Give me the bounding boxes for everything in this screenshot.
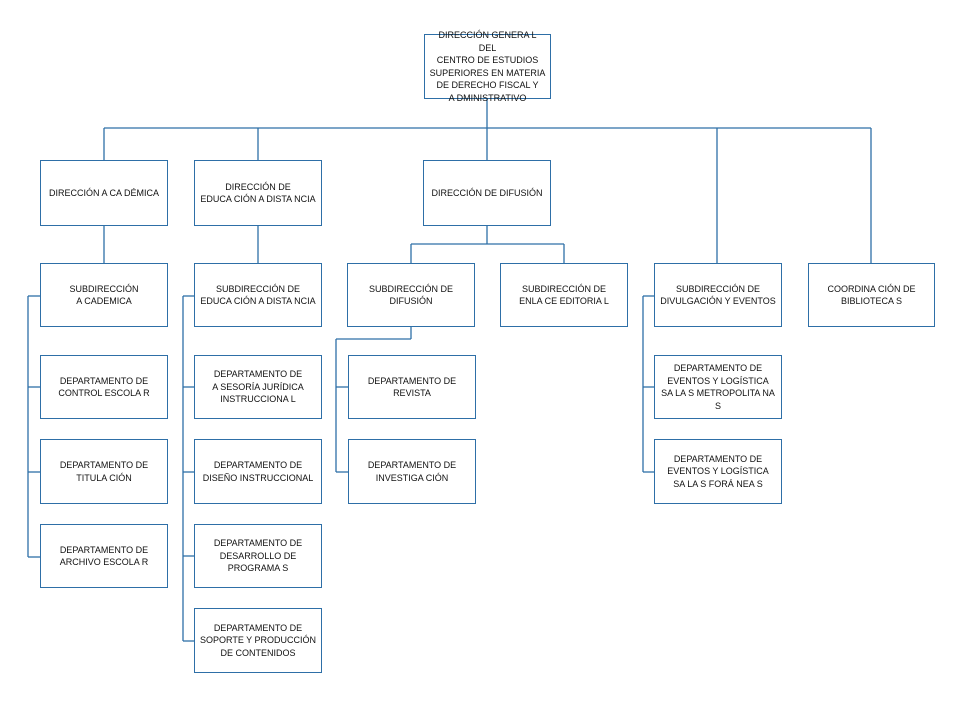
node-direccion-academica: DIRECCIÓN A CA DÉMICA [40,160,168,226]
node-coordinacion-bibliotecas: COORDINA CIÓN DE BIBLIOTECA S [808,263,935,327]
node-subdireccion-divulgacion-eventos: SUBDIRECCIÓN DE DIVULGACIÓN Y EVENTOS [654,263,782,327]
node-direccion-general: DIRECCIÓN GENERA L DEL CENTRO DE ESTUDIO… [424,30,551,103]
node-depto-asesoria-juridica: DEPARTAMENTO DE A SESORÍA JURÍDICA INSTR… [194,355,322,419]
node-subdireccion-educacion-distancia: SUBDIRECCIÓN DE EDUCA CIÓN A DISTA NCIA [194,263,322,327]
node-depto-titulacion: DEPARTAMENTO DE TITULA CIÓN [40,439,168,504]
node-subdireccion-academica: SUBDIRECCIÓN A CADEMICA [40,263,168,327]
node-depto-desarrollo-programas: DEPARTAMENTO DE DESARROLLO DE PROGRAMA S [194,524,322,588]
node-depto-archivo-escolar: DEPARTAMENTO DE ARCHIVO ESCOLA R [40,524,168,588]
node-depto-diseno-instruccional: DEPARTAMENTO DE DISEÑO INSTRUCCIONAL [194,439,322,504]
node-depto-eventos-metropolitanas: DEPARTAMENTO DE EVENTOS Y LOGÍSTICA SA L… [654,355,782,419]
node-depto-control-escolar: DEPARTAMENTO DE CONTROL ESCOLA R [40,355,168,419]
node-direccion-difusion: DIRECCIÓN DE DIFUSIÓN [423,160,551,226]
node-depto-revista: DEPARTAMENTO DE REVISTA [348,355,476,419]
node-depto-soporte-contenidos: DEPARTAMENTO DE SOPORTE Y PRODUCCIÓN DE … [194,608,322,673]
node-depto-investigacion: DEPARTAMENTO DE INVESTIGA CIÓN [348,439,476,504]
node-subdireccion-difusion: SUBDIRECCIÓN DE DIFUSIÓN [347,263,475,327]
node-direccion-educacion-distancia: DIRECCIÓN DE EDUCA CIÓN A DISTA NCIA [194,160,322,226]
node-subdireccion-enlace-editorial: SUBDIRECCIÓN DE ENLA CE EDITORIA L [500,263,628,327]
node-depto-eventos-foraneas: DEPARTAMENTO DE EVENTOS Y LOGÍSTICA SA L… [654,439,782,504]
